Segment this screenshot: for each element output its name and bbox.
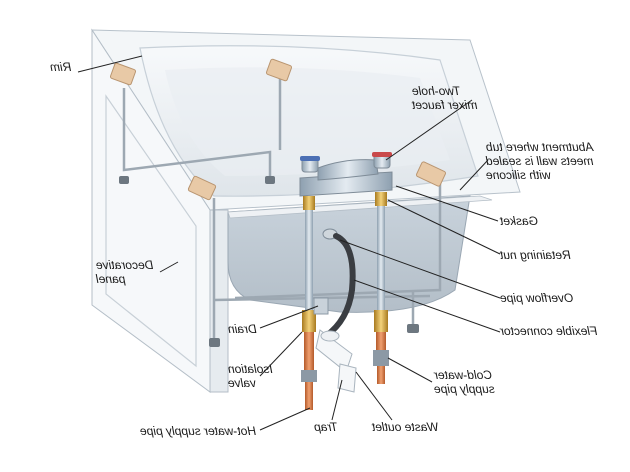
label-overflow-pipe: Overflow pipe: [500, 291, 574, 305]
overflow-hose: [322, 228, 356, 339]
label-isolation-valve: Isolation valve: [228, 362, 273, 390]
frame-feet: [119, 176, 419, 347]
label-flexible-connector: Flexible connector: [500, 324, 598, 338]
label-waste-outlet: Waste outlet: [372, 420, 439, 434]
tub-body: [227, 195, 493, 313]
leader-lines: [77, 55, 501, 431]
waste-trap: [313, 297, 357, 393]
label-retaining-nut: Retaining nut: [500, 248, 571, 262]
label-abutment: Abutment where tub meets wall is sealed …: [486, 140, 594, 182]
label-faucet: Two-hole mixer faucet: [412, 84, 478, 112]
label-cold-water: Cold-water supply pipe: [434, 368, 495, 396]
label-rim: Rim: [50, 60, 72, 74]
label-hot-water: Hot-water supply pipe: [140, 424, 257, 438]
wood-blocks: [109, 58, 447, 201]
label-gasket: Gasket: [500, 214, 539, 228]
label-trap: Trap: [314, 420, 338, 434]
label-drain: Drain: [228, 322, 257, 336]
supply-pipes: [301, 192, 389, 410]
mixer-faucet: [299, 152, 393, 197]
label-decorative-panel: Decorative panel: [96, 258, 154, 286]
